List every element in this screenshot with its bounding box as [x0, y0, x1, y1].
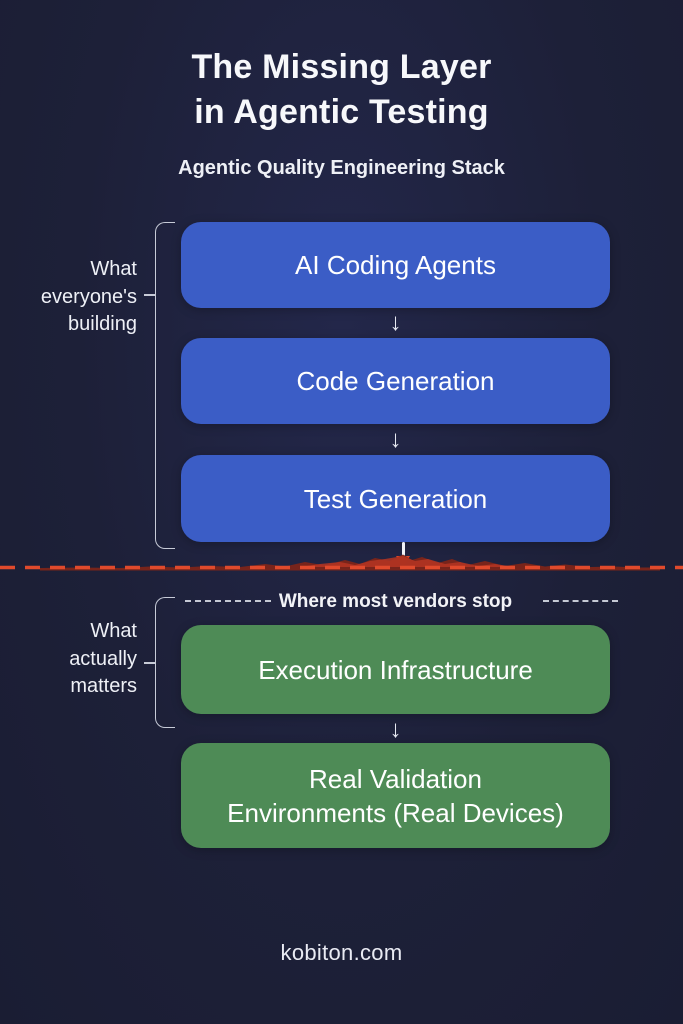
box-execution-infrastructure: Execution Infrastructure — [181, 625, 610, 714]
label-what-everyones-building: What everyone's building — [0, 256, 137, 339]
footer-url: kobiton.com — [280, 940, 403, 965]
box-label-line2: Environments (Real Devices) — [227, 797, 564, 828]
bracket-top-group — [155, 222, 175, 549]
bracket-bottom-tick — [144, 662, 156, 664]
box-label: Test Generation — [303, 483, 488, 514]
subtitle: Agentic Quality Engineering Stack — [178, 157, 505, 179]
down-arrow-icon: ↓ — [389, 309, 402, 336]
box-label: Execution Infrastructure — [258, 654, 533, 685]
breaking-arrow-stem — [402, 542, 405, 556]
side-label-line: everyone's — [40, 285, 137, 308]
bracket-top-tick — [144, 294, 156, 296]
vendor-stop-dashes-left — [185, 600, 271, 602]
side-label-line: matters — [70, 675, 137, 697]
box-code-generation: Code Generation — [181, 338, 610, 424]
box-ai-coding-agents: AI Coding Agents — [181, 222, 610, 308]
side-label-line: actually — [69, 647, 137, 670]
vendor-stop-dashes-right — [543, 600, 618, 602]
box-test-generation: Test Generation — [181, 455, 610, 542]
label-what-actually-matters: What actually matters — [0, 618, 137, 701]
ripped-divider-line — [0, 554, 683, 571]
side-label-line: What — [90, 620, 137, 642]
down-arrow-icon: ↓ — [389, 426, 402, 453]
box-label-line1: Real Validation — [309, 763, 482, 794]
down-arrow-icon: ↓ — [389, 716, 402, 743]
bracket-bottom-group — [155, 597, 175, 728]
page-title-line2: in Agentic Testing — [194, 93, 489, 131]
side-label-line: building — [68, 313, 137, 335]
side-label-line: What — [90, 258, 137, 280]
box-real-validation-environments: Real Validation Environments (Real Devic… — [181, 743, 610, 848]
page-title-line1: The Missing Layer — [191, 48, 492, 86]
page-title: The Missing Layer in Agentic Testing — [0, 45, 683, 135]
box-label: AI Coding Agents — [295, 250, 496, 280]
vendor-stop-label: Where most vendors stop — [278, 591, 513, 612]
box-label: Code Generation — [296, 366, 495, 396]
